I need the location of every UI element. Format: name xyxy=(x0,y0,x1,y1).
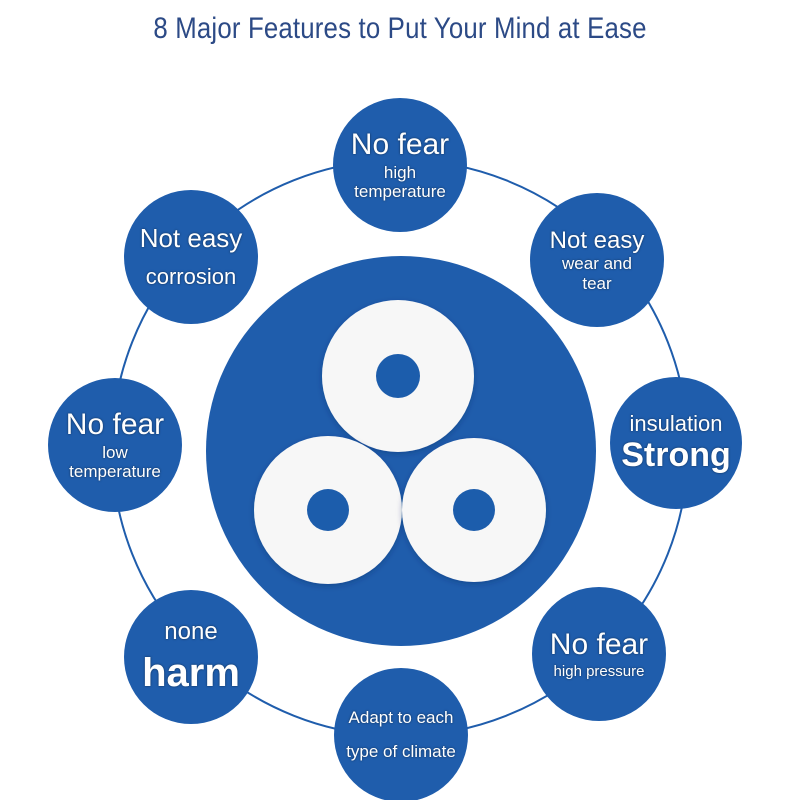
feature-wear-and-tear: Not easy wear and tear xyxy=(530,193,664,327)
feature-heading: insulation xyxy=(629,410,723,436)
feature-sub: harm xyxy=(142,650,240,695)
feature-heading: No fear xyxy=(65,408,165,442)
page-title: 8 Major Features to Put Your Mind at Eas… xyxy=(153,12,647,45)
feature-heading: none xyxy=(164,618,218,646)
feature-insulation-strong: insulation Strong xyxy=(610,377,742,509)
washer-left xyxy=(254,436,402,584)
feature-heading: No fear xyxy=(350,128,450,162)
feature-sub: Strong xyxy=(621,436,731,475)
feature-sub: type of climate xyxy=(346,742,456,761)
feature-corrosion: Not easy corrosion xyxy=(124,190,258,324)
feature-climate: Adapt to each type of climate xyxy=(334,668,468,800)
washer-top xyxy=(322,300,474,452)
feature-low-temperature: No fear low temperature xyxy=(48,378,182,512)
feature-sub: temperature xyxy=(354,182,446,202)
feature-heading: Not easy xyxy=(139,223,243,254)
feature-sub: tear xyxy=(582,273,612,293)
feature-heading: No fear xyxy=(549,628,649,662)
feature-sub: high pressure xyxy=(553,662,645,680)
feature-sub: low xyxy=(102,442,128,462)
feature-sub: high xyxy=(383,162,417,182)
feature-sub: corrosion xyxy=(145,264,237,290)
feature-high-pressure: No fear high pressure xyxy=(532,587,666,721)
feature-heading: Not easy xyxy=(549,226,645,254)
feature-none-harm: none harm xyxy=(124,590,258,724)
feature-high-temperature: No fear high temperature xyxy=(333,98,467,232)
washer-right xyxy=(402,438,546,582)
feature-heading: Adapt to each xyxy=(348,708,454,728)
feature-sub: temperature xyxy=(69,462,161,482)
feature-sub: wear and xyxy=(562,254,632,274)
